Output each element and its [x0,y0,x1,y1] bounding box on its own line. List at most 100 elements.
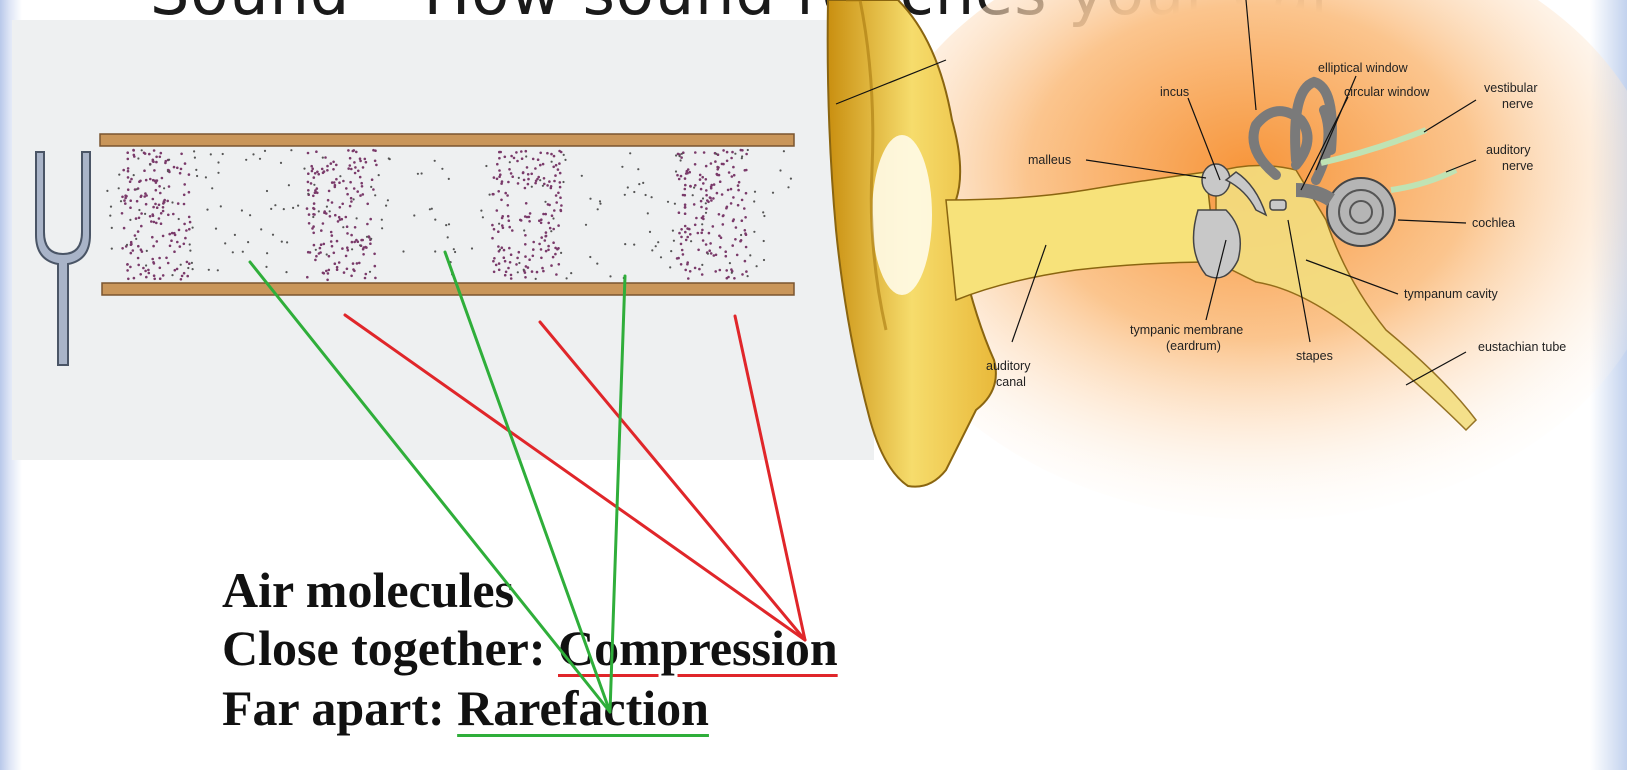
molecule-dot [710,186,713,189]
molecule-dot [453,248,455,250]
molecule-dot [772,192,774,194]
molecule-dot [371,178,374,181]
molecule-dot [126,244,128,246]
molecule-dot [669,266,671,268]
molecule-dot [155,181,158,184]
molecule-dot [171,201,173,203]
molecule-dot [700,200,703,203]
molecule-dot [493,257,496,260]
molecule-dot [168,233,171,236]
molecule-dot [345,187,348,190]
molecule-dot [346,268,349,271]
molecule-dot [375,164,378,167]
molecule-dot [434,219,436,221]
molecule-dot [193,150,195,152]
molecule-dot [719,180,722,183]
molecule-dot [330,231,333,234]
molecule-dot [545,250,548,253]
molecule-dot [141,149,143,151]
molecule-dot [675,154,677,156]
molecule-dot [133,174,135,176]
molecule-dot [539,152,542,155]
molecule-dot [327,272,330,275]
molecule-dot [247,241,249,243]
molecule-dot [745,192,748,195]
molecule-dot [705,165,708,168]
molecule-dot [731,151,734,154]
molecule-dot [118,187,120,189]
molecule-dot [156,240,159,243]
molecule-dot [127,167,130,170]
molecule-dot [712,197,715,200]
molecule-dot [347,149,350,152]
molecule-dot [328,190,331,193]
molecule-dot [365,161,368,164]
molecule-dot [183,183,186,186]
molecule-dot [447,236,449,238]
molecule-dot [497,230,500,233]
molecule-dot [682,194,685,197]
molecule-dot [121,196,124,199]
molecule-dot [790,178,792,180]
molecule-dot [673,240,675,242]
molecule-dot [159,192,162,195]
molecule-dot [708,249,711,252]
molecule-dot [542,213,545,216]
molecule-dot [178,218,180,220]
caption-compression-prefix: Close together: [222,620,558,676]
molecule-dot [559,186,562,189]
molecule-dot [515,151,518,154]
molecule-dot [347,167,350,170]
molecule-dot [211,187,213,189]
molecule-dot [541,267,544,270]
molecule-dot [306,207,309,210]
molecule-dot [354,166,357,169]
molecule-dot [684,188,687,191]
molecule-dot [387,199,389,201]
molecule-dot [364,277,367,280]
molecule-dot [698,268,701,271]
molecule-dot [188,191,191,194]
molecule-dot [192,227,194,229]
molecule-dot [145,203,148,206]
molecule-dot [347,249,350,252]
molecule-dot [523,179,526,182]
molecule-dot [129,206,132,209]
molecule-dot [158,217,161,220]
molecule-dot [726,160,729,163]
molecule-dot [547,222,550,225]
molecule-dot [364,158,367,161]
molecule-dot [421,172,423,174]
molecule-dot [351,241,354,244]
molecule-dot [499,249,501,251]
molecule-dot [151,258,154,261]
molecule-dot [111,248,113,250]
molecule-dot [359,157,362,160]
molecule-dot [337,220,340,223]
molecule-dot [188,216,191,219]
molecule-dot [681,153,683,155]
molecule-dot [701,273,704,276]
molecule-dot [232,251,234,253]
molecule-dot [322,157,324,159]
molecule-dot [539,179,541,181]
molecule-dot [188,262,191,265]
molecule-dot [181,275,184,278]
molecule-dot [689,233,692,236]
molecule-dot [680,228,683,231]
molecule-dot [724,250,727,253]
molecule-dot [176,268,179,271]
molecule-dot [684,212,687,215]
molecule-dot [678,211,681,214]
molecule-dot [183,243,186,246]
molecule-dot [599,200,601,202]
molecule-dot [534,182,537,185]
molecule-dot [737,189,740,192]
molecule-dot [624,243,626,245]
molecule-dot [585,224,587,226]
molecule-dot [136,188,138,190]
molecule-dot [548,180,551,183]
molecule-dot [523,229,525,231]
molecule-dot [732,196,735,199]
molecule-dot [539,164,542,167]
